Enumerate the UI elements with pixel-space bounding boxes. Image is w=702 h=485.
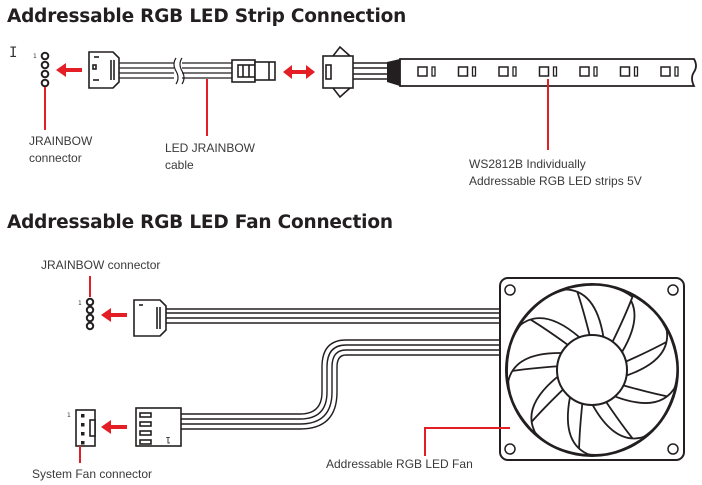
fan-section-title: Addressable RGB LED Fan Connection xyxy=(7,212,393,233)
led-chip-icon xyxy=(660,66,679,77)
strip-jrainbow-plug xyxy=(88,51,120,89)
fan-label: Addressable RGB LED Fan xyxy=(326,457,473,471)
strip-plug-arrow-icon xyxy=(56,63,82,77)
strip-section-title: Addressable RGB LED Strip Connection xyxy=(7,6,407,27)
fan-blades xyxy=(506,284,679,457)
led-chips xyxy=(417,66,679,77)
fan-callout xyxy=(424,427,510,456)
fan-rgb-cable xyxy=(166,308,500,324)
sysfan-label: System Fan connector xyxy=(32,467,153,481)
fan-jrainbow-pin1-marker: 1 xyxy=(78,300,82,307)
fan-hub xyxy=(556,334,628,406)
fan-blade xyxy=(563,284,634,344)
cable-label-line1: LED JRAINBOW xyxy=(165,141,256,155)
fan-blade xyxy=(506,316,570,385)
strip-callouts xyxy=(44,79,549,150)
rgb-fan xyxy=(499,277,685,461)
connect-double-arrow-icon xyxy=(283,65,315,79)
fan-blade xyxy=(517,287,591,339)
fan-screw-hole-icon xyxy=(504,443,516,455)
fan-jrainbow-header xyxy=(85,297,95,331)
fan-blade xyxy=(621,327,679,399)
strip-cable-male-connector xyxy=(231,59,276,83)
sysfan-arrow-icon xyxy=(101,420,127,434)
strip-label-line1: WS2812B Individually xyxy=(469,157,586,171)
fan-blade xyxy=(578,401,647,456)
strip-pin1-marker: 1 xyxy=(33,53,37,60)
fan-blade xyxy=(604,385,677,443)
led-chip-icon xyxy=(417,66,436,77)
strip-female-connector xyxy=(322,45,387,99)
led-chip-icon xyxy=(498,66,517,77)
fan-jrainbow-plug xyxy=(133,299,167,337)
fan-screw-hole-icon xyxy=(504,284,516,296)
sysfan-pin1-marker: 1 xyxy=(67,412,71,419)
fan-jrainbow-label: JRAINBOW connector xyxy=(41,258,161,272)
system-fan-header xyxy=(75,409,96,447)
fan-screw-hole-icon xyxy=(667,284,679,296)
strip-label-line2: Addressable RGB LED strips 5V xyxy=(469,174,642,188)
cable-break-mark xyxy=(173,57,185,85)
system-fan-pins xyxy=(81,414,85,445)
fan-jrainbow-arrow-icon xyxy=(101,308,127,322)
fan-screw-hole-icon xyxy=(667,443,679,455)
fan-blade xyxy=(527,387,592,457)
text-cursor-icon: I xyxy=(9,45,18,61)
plug-pin1-marker: 1 xyxy=(165,434,171,444)
led-chip-icon xyxy=(457,66,477,77)
led-chip-icon xyxy=(538,66,558,77)
fan-blade xyxy=(507,365,560,436)
strip-jrainbow-label-line2: connector xyxy=(29,151,82,165)
led-chip-icon xyxy=(619,66,639,77)
strip-jrainbow-header xyxy=(40,51,50,88)
fan-power-cable xyxy=(181,339,500,430)
strip-jrainbow-label-line1: JRAINBOW xyxy=(29,134,93,148)
fan-blade xyxy=(621,289,672,364)
cable-label-line2: cable xyxy=(165,158,194,172)
fan-4pin-plug xyxy=(135,407,182,447)
led-chip-icon xyxy=(579,66,598,77)
